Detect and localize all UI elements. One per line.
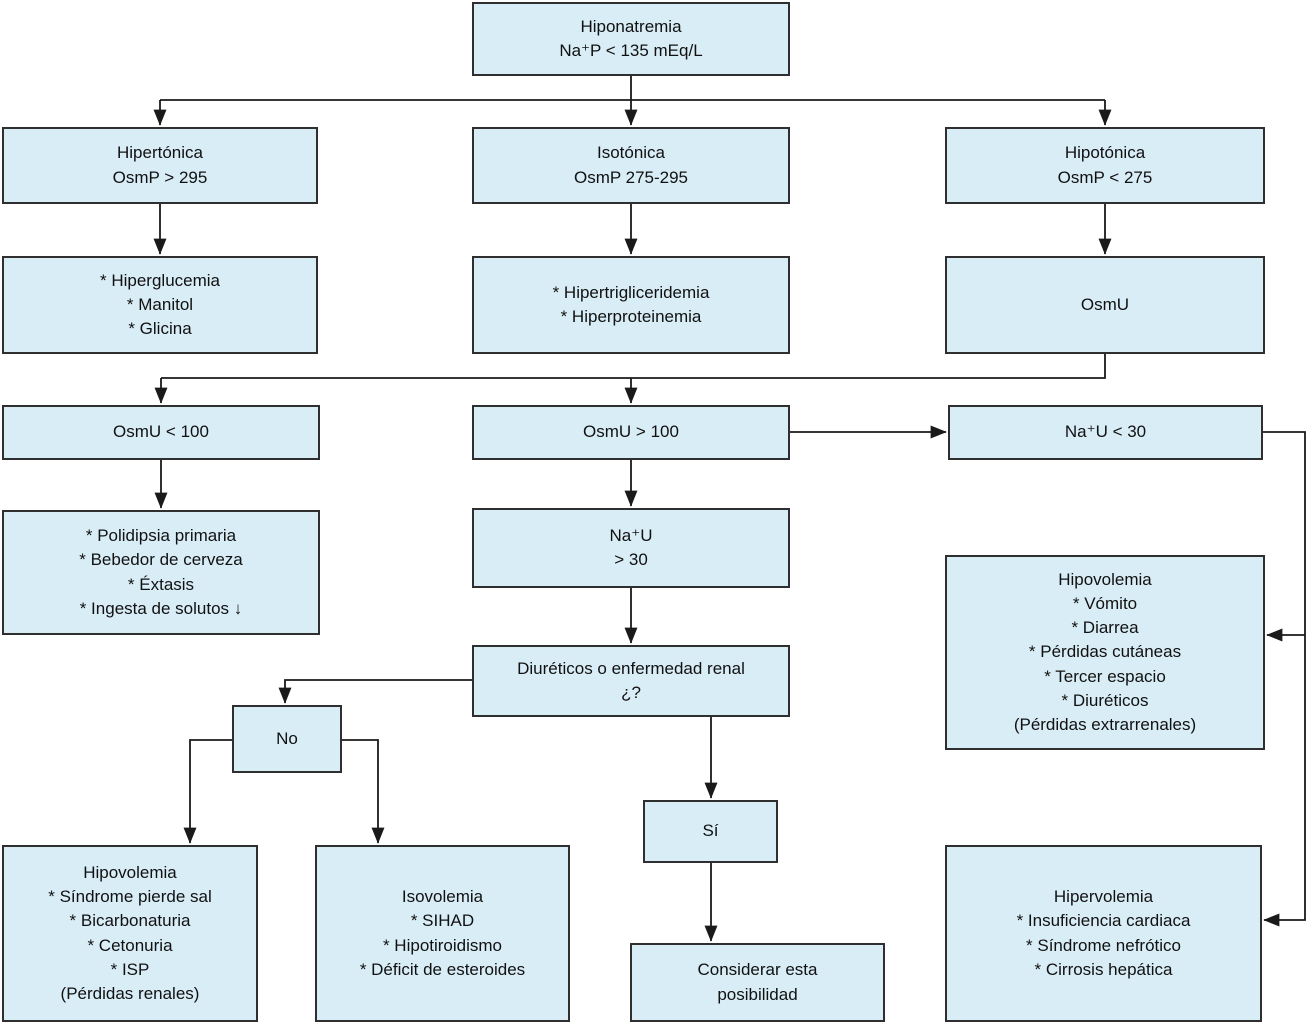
node-considerar-text-line: posibilidad — [717, 984, 798, 1004]
node-si-text-line: Sí — [702, 821, 719, 841]
node-hipertonica-text-line: OsmP > 295 — [112, 167, 208, 187]
node-osmu-text-line: OsmU — [1080, 294, 1130, 314]
node-isovolemia-text-line: Isovolemia — [401, 887, 484, 907]
node-hipovolemia-renal-text-line: * Síndrome pierde sal — [48, 887, 212, 907]
node-isovolemia-text-line: * Déficit de esteroides — [359, 959, 526, 979]
node-nau-baja: Na⁺U < 30 — [948, 405, 1263, 460]
node-hipovolemia-renal-text-line: * ISP — [110, 959, 150, 979]
node-hipovolemia-renal-text-line: Hipovolemia — [83, 863, 177, 883]
node-no: No — [232, 705, 342, 773]
node-hipovolemia-renal-text-line: (Pérdidas renales) — [60, 983, 200, 1003]
node-hipovolemia-extrarrenal-text-line: * Diarrea — [1071, 618, 1139, 638]
node-hipovolemia-extrarrenal-text-line: * Tercer espacio — [1044, 666, 1166, 686]
node-causas-osmu-baja: * Polidipsia primaria * Bebedor de cervez… — [2, 510, 320, 635]
node-nau-alta-text-line: > 30 — [614, 550, 648, 569]
node-diureticos-enfermedad-renal-text-line: ¿? — [621, 683, 641, 702]
node-nau-alta-text-line: Na⁺U — [609, 525, 653, 545]
node-diureticos-enfermedad-renal: Diuréticos o enfermedad renal ¿? — [472, 645, 790, 717]
node-isotonica-text-line: OsmP 275-295 — [573, 167, 689, 187]
node-hipervolemia-text-line: Hipervolemia — [1053, 887, 1154, 907]
node-causas-hipertonica: * Hiperglucemia * Manitol * Glicina — [2, 256, 318, 354]
node-hipovolemia-extrarrenal-text-line: (Pérdidas extrarrenales) — [1013, 714, 1197, 734]
node-considerar-text-line: Considerar esta — [697, 960, 818, 980]
node-causas-osmu-baja-text-line: * Bebedor de cerveza — [79, 550, 243, 570]
node-nau-baja-text-line: Na⁺U < 30 — [1064, 422, 1147, 442]
node-si: Sí — [643, 800, 778, 863]
node-osmu-alta: OsmU > 100 — [472, 405, 790, 460]
node-causas-hipertonica-text-line: * Hiperglucemia — [100, 270, 220, 290]
node-hipotonica-text-line: OsmP < 275 — [1057, 167, 1153, 187]
node-hiponatremia-text-line: Hiponatremia — [580, 16, 682, 36]
node-nau-alta: Na⁺U > 30 — [472, 508, 790, 588]
node-hipovolemia-extrarrenal-text-line: Hipovolemia — [1058, 570, 1152, 590]
node-osmu: OsmU — [945, 256, 1265, 354]
node-hiponatremia-text-line: Na⁺P < 135 mEq/L — [559, 41, 703, 60]
node-hipervolemia-text-line: * Cirrosis hepática — [1034, 959, 1173, 979]
node-isovolemia-text-line: * SIHAD — [410, 911, 475, 931]
node-hipovolemia-renal-text-line: * Bicarbonaturia — [69, 911, 191, 931]
node-hipervolemia: Hipervolemia * Insuficiencia cardiaca * Sí… — [945, 845, 1262, 1022]
node-no-text-line: No — [276, 728, 298, 748]
node-hipovolemia-renal: Hipovolemia * Síndrome pierde sal * Bicarb… — [2, 845, 258, 1022]
connector-diureticos-no — [278, 679, 472, 704]
connector-no-hipovolemia-renal — [183, 739, 232, 844]
node-causas-osmu-baja-text-line: * Ingesta de solutos ↓ — [79, 598, 243, 618]
node-isovolemia-text-line: * Hipotiroidismo — [382, 935, 503, 955]
node-causas-hipertonica-text-line: * Glicina — [128, 319, 192, 339]
node-osmu-baja: OsmU < 100 — [2, 405, 320, 460]
node-hipovolemia-renal-text-line: * Cetonuria — [87, 935, 173, 955]
node-causas-osmu-baja-text-line: * Éxtasis — [127, 574, 195, 594]
connector-no-isovolemia — [342, 739, 385, 844]
node-osmu-baja-text-line: OsmU < 100 — [113, 422, 209, 442]
node-causas-isotonica: * Hipertrigliceridemia * Hiperproteinemia — [472, 256, 790, 354]
node-considerar: Considerar esta posibilidad — [630, 943, 885, 1022]
node-isotonica-text-line: Isotónica — [596, 143, 666, 163]
node-hipervolemia-text-line: * Síndrome nefrótico — [1026, 935, 1181, 955]
node-causas-isotonica-text-line: * Hipertrigliceridemia — [552, 282, 710, 302]
node-causas-osmu-baja-text-line: * Polidipsia primaria — [85, 526, 237, 546]
node-hipotonica-text-line: Hipotónica — [1064, 143, 1146, 163]
node-osmu-alta-text-line: OsmU > 100 — [583, 422, 679, 442]
node-hipervolemia-text-line: * Insuficiencia cardiaca — [1016, 911, 1191, 931]
node-causas-isotonica-text-line: * Hiperproteinemia — [560, 307, 702, 326]
connector-osmu-rail — [161, 354, 1106, 379]
node-hipovolemia-extrarrenal-text-line: * Diuréticos — [1061, 690, 1149, 710]
node-hipovolemia-extrarrenal: Hipovolemia * Vómito * Diarrea * Pérdidas c… — [945, 555, 1265, 750]
node-causas-hipertonica-text-line: * Manitol — [126, 294, 194, 314]
connector-nau-baja-hipervolemia — [1263, 431, 1306, 927]
node-isovolemia: Isovolemia * SIHAD * Hipotiroidismo * Défic… — [315, 845, 570, 1022]
node-hipovolemia-extrarrenal-text-line: * Vómito — [1072, 594, 1138, 614]
node-hipertonica-text-line: Hipertónica — [117, 143, 203, 163]
node-hipovolemia-extrarrenal-text-line: * Pérdidas cutáneas — [1028, 642, 1182, 662]
node-diureticos-enfermedad-renal-text-line: Diuréticos o enfermedad renal — [517, 658, 745, 678]
